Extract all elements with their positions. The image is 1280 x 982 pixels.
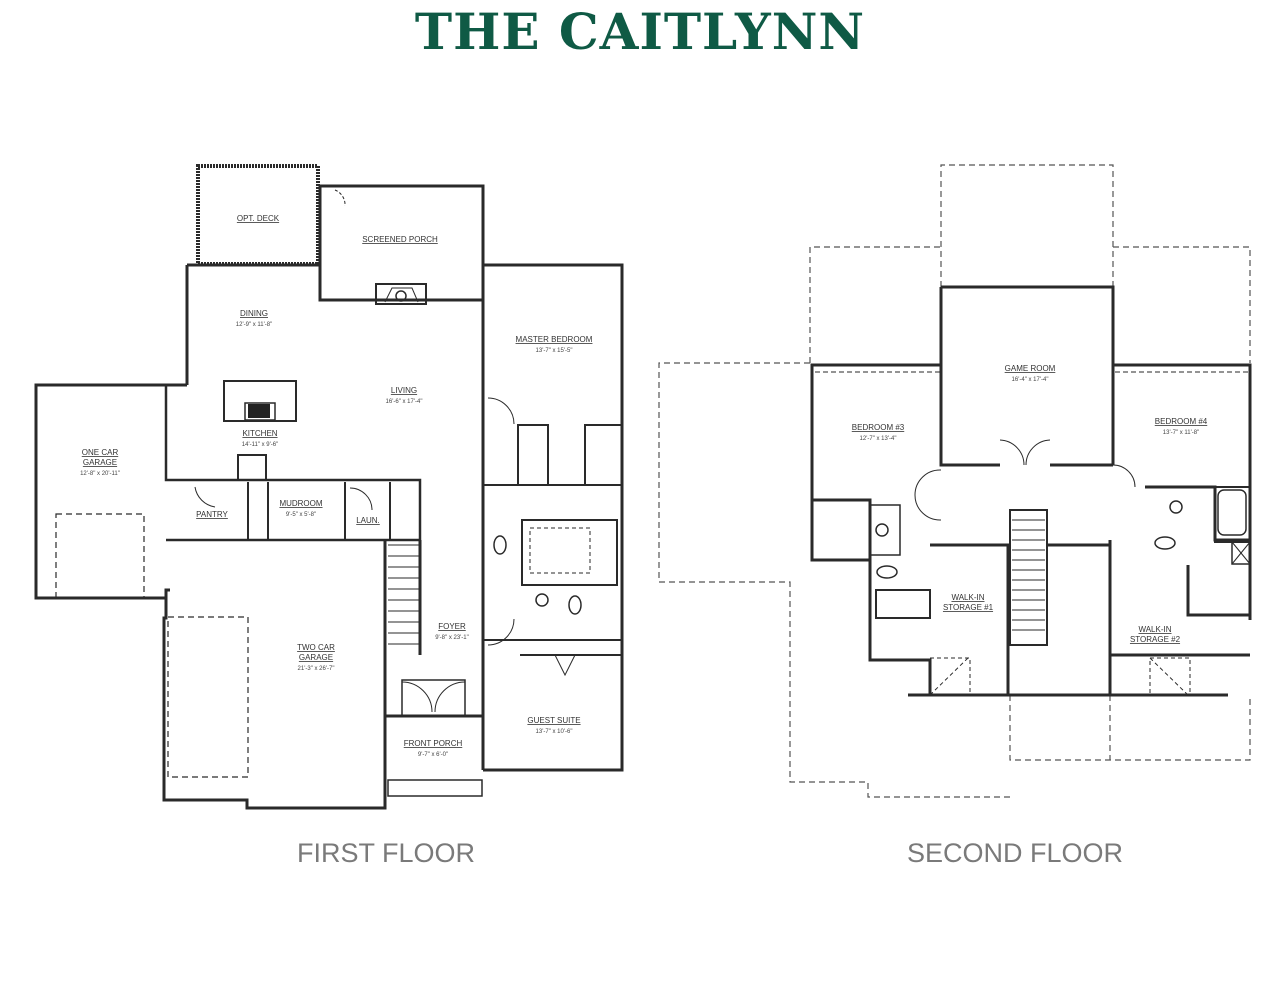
room-dining-dim: 12'-9" x 11'-8" xyxy=(236,322,272,328)
room-one-car-garage: ONE CAR xyxy=(82,448,119,457)
room-two-car-garage: TWO CAR xyxy=(297,643,335,652)
room-game-room-dim: 16'-4" x 17'-4" xyxy=(1012,377,1049,383)
room-bedroom-3-dim: 12'-7" x 13'-4" xyxy=(860,436,897,442)
room-screened-porch: SCREENED PORCH xyxy=(362,235,438,244)
room-front-porch-dim: 9'-7" x 6'-0" xyxy=(418,752,448,758)
room-walk-in-storage-1-line2: STORAGE #1 xyxy=(943,603,994,612)
plan-title: THE CAITLYNN xyxy=(414,2,866,61)
room-pantry: PANTRY xyxy=(196,510,228,519)
room-one-car-garage-dim: 12'-8" x 20'-11" xyxy=(80,471,120,477)
room-two-car-garage-line2: GARAGE xyxy=(299,653,333,662)
room-living-dim: 16'-6" x 17'-4" xyxy=(386,399,423,405)
first-floor-plan xyxy=(34,164,624,810)
room-kitchen-dim: 14'-11" x 9'-6" xyxy=(242,442,278,448)
room-walk-in-storage-2-line2: STORAGE #2 xyxy=(1130,635,1181,644)
room-dining: DINING xyxy=(240,309,268,318)
room-opt-deck: OPT. DECK xyxy=(237,214,280,223)
room-living: LIVING xyxy=(391,386,417,395)
room-two-car-garage-dim: 21'-3" x 26'-7" xyxy=(298,666,335,672)
room-walk-in-storage-1: WALK-IN xyxy=(951,593,984,602)
room-bedroom-4: BEDROOM #4 xyxy=(1155,417,1208,426)
room-front-porch: FRONT PORCH xyxy=(404,739,463,748)
room-mudroom: MUDROOM xyxy=(279,499,322,508)
room-walk-in-storage-2: WALK-IN xyxy=(1138,625,1171,634)
room-foyer: FOYER xyxy=(438,622,466,631)
room-bedroom-3: BEDROOM #3 xyxy=(852,423,905,432)
second-floor-plan xyxy=(658,164,1252,798)
room-master-bedroom: MASTER BEDROOM xyxy=(516,335,593,344)
room-bedroom-4-dim: 13'-7" x 11'-8" xyxy=(1163,430,1199,436)
room-one-car-garage-line2: GARAGE xyxy=(83,458,117,467)
room-laundry: LAUN. xyxy=(356,516,380,525)
first-floor-label: FIRST FLOOR xyxy=(297,838,476,868)
room-master-bedroom-dim: 13'-7" x 15'-5" xyxy=(536,348,573,354)
room-foyer-dim: 9'-8" x 23'-1" xyxy=(435,635,469,641)
room-game-room: GAME ROOM xyxy=(1005,364,1056,373)
room-guest-suite: GUEST SUITE xyxy=(527,716,580,725)
room-mudroom-dim: 9'-5" x 5'-8" xyxy=(286,512,316,518)
room-guest-suite-dim: 13'-7" x 10'-6" xyxy=(536,729,573,735)
room-kitchen: KITCHEN xyxy=(242,429,277,438)
second-floor-label: SECOND FLOOR xyxy=(907,838,1124,868)
